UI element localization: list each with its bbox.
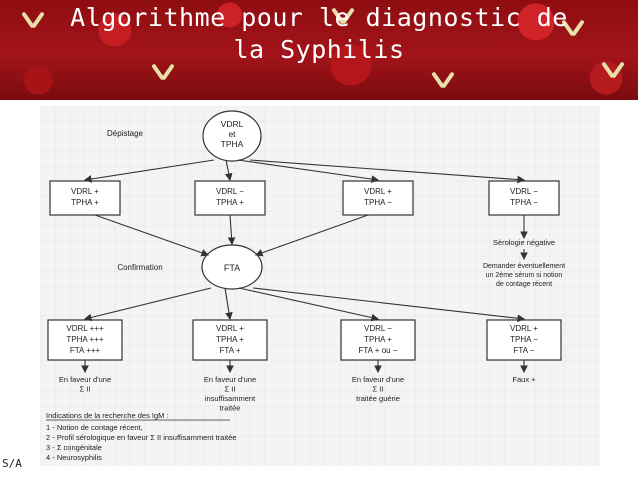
screen-box-label: VDRL +: [71, 187, 99, 196]
screen-box-label: TPHA +: [216, 198, 244, 207]
start-node: [202, 110, 262, 162]
start-node-label: et: [228, 129, 236, 139]
demander-note-line: Demander éventuellement: [483, 263, 565, 270]
fta-node-label: FTA: [224, 263, 240, 273]
arrow: [94, 214, 210, 257]
screen-box-label: TPHA −: [510, 198, 538, 207]
arrow: [224, 287, 233, 321]
result-box-label: VDRL −: [364, 324, 392, 333]
conclusion-label: Faux +: [512, 375, 536, 384]
arrow: [227, 214, 236, 246]
igm-item: 2 - Profil sérologique en faveur Σ II in…: [46, 433, 236, 442]
result-box-label: FTA −: [514, 346, 535, 355]
conclusion-label: Σ II: [225, 385, 236, 394]
arrow: [238, 287, 380, 322]
conclusion-label: Σ II: [373, 385, 384, 394]
screen-box-label: TPHA +: [71, 198, 99, 207]
result-box-label: FTA +: [220, 346, 241, 355]
screen-box-label: VDRL −: [216, 187, 244, 196]
result-box-label: TPHA +: [216, 335, 244, 344]
arrow: [254, 214, 369, 257]
arrow: [83, 159, 215, 183]
antibody-icon: [430, 70, 456, 90]
demander-note-line: de contage récent: [496, 281, 552, 288]
serologie-negative-label: Sérologie négative: [493, 238, 555, 247]
result-box-label: FTA +++: [70, 346, 101, 355]
screen-box-label: VDRL +: [364, 187, 392, 196]
igm-item: 3 - Σ congénitale: [46, 443, 102, 452]
demander-note-line: un 2ème sérum si notion: [486, 272, 563, 279]
result-box-label: TPHA +: [364, 335, 392, 344]
start-node-label: VDRL: [221, 119, 244, 129]
screen-box-label: TPHA −: [364, 198, 392, 207]
result-box-label: FTA + ou −: [359, 346, 398, 355]
result-box-label: VDRL +: [216, 324, 244, 333]
arrow: [224, 159, 233, 182]
result-box: [486, 319, 562, 361]
result-box: [340, 319, 416, 361]
conclusion-label: En faveur d'une: [204, 375, 256, 384]
arrow: [237, 159, 380, 183]
screen-box: [342, 180, 414, 216]
result-box-label: VDRL +: [510, 324, 538, 333]
igm-item: 4 - Neurosyphilis: [46, 453, 102, 462]
screen-box: [488, 180, 560, 216]
slide-title: Algorithme pour le diagnostic de la Syph…: [70, 3, 568, 64]
footer-text: S/A: [2, 457, 22, 470]
arrow: [83, 287, 212, 322]
igm-item: 1 - Notion de contage récent,: [46, 423, 143, 432]
confirmation-label: Confirmation: [117, 263, 162, 272]
start-node-label: TPHA: [221, 139, 244, 149]
arrow: [249, 159, 526, 184]
conclusion-label: traitée: [220, 404, 241, 413]
screen-box-label: VDRL −: [510, 187, 538, 196]
header-banner: Algorithme pour le diagnostic de la Syph…: [0, 0, 638, 100]
arrow: [252, 287, 526, 323]
conclusion-label: insuffisamment: [205, 394, 256, 403]
conclusion-label: En faveur d'une: [59, 375, 111, 384]
screen-box: [49, 180, 121, 216]
conclusion-label: traitée guérie: [356, 394, 400, 403]
result-box-label: VDRL +++: [66, 324, 104, 333]
result-box-label: TPHA +++: [66, 335, 103, 344]
conclusion-label: En faveur d'une: [352, 375, 404, 384]
igm-title: Indications de la recherche des IgM :: [46, 411, 169, 420]
depistage-label: Dépistage: [107, 129, 144, 138]
result-box-label: TPHA −: [510, 335, 538, 344]
conclusion-label: Σ II: [80, 385, 91, 394]
result-box: [47, 319, 123, 361]
